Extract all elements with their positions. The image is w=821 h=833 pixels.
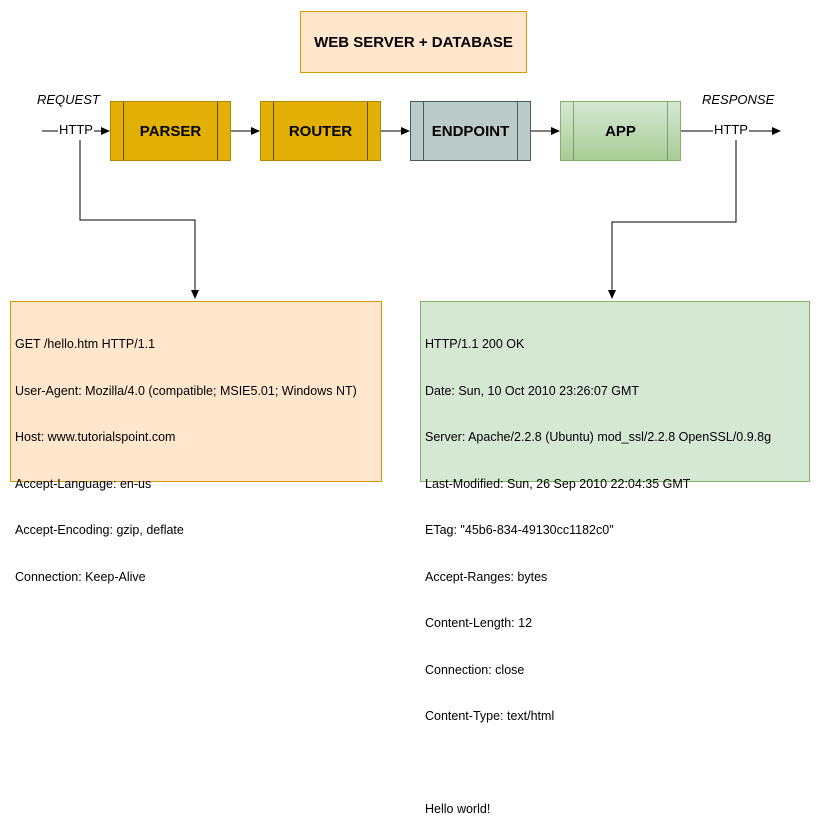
- parser-stage: PARSER: [110, 101, 231, 161]
- router-stage-label: ROUTER: [288, 122, 353, 140]
- http-request-box: GET /hello.htm HTTP/1.1 User-Agent: Mozi…: [10, 301, 382, 584]
- response-body: Hello world!: [425, 802, 491, 816]
- diagram-title: WEB SERVER + DATABASE: [300, 11, 527, 73]
- endpoint-stage: ENDPOINT: [410, 101, 531, 161]
- app-right-divider: [667, 102, 668, 160]
- app-stage: APP: [560, 101, 681, 161]
- request-line: User-Agent: Mozilla/4.0 (compatible; MSI…: [15, 383, 357, 398]
- parser-left-divider: [123, 102, 124, 160]
- request-callout-line: [79, 140, 199, 299]
- http-request-label: HTTP: [58, 122, 94, 137]
- request-line: Accept-Encoding: gzip, deflate: [15, 523, 184, 537]
- endpoint-stage-label: ENDPOINT: [431, 122, 510, 140]
- http-response-label: HTTP: [713, 122, 749, 137]
- app-left-divider: [573, 102, 574, 160]
- app-stage-label: APP: [605, 122, 636, 140]
- response-line-blank: [425, 756, 805, 772]
- response-line: Server: Apache/2.2.8 (Ubuntu) mod_ssl/2.…: [425, 430, 772, 444]
- request-line: GET /hello.htm HTTP/1.1: [15, 337, 156, 351]
- endpoint-right-divider: [517, 102, 518, 160]
- response-line: Date: Sun, 10 Oct 2010 23:26:07 GMT: [425, 383, 640, 398]
- parser-stage-label: PARSER: [139, 122, 202, 140]
- response-line: Last-Modified: Sun, 26 Sep 2010 22:04:35…: [425, 476, 691, 491]
- response-line: Accept-Ranges: bytes: [425, 569, 548, 584]
- response-line: Content-Type: text/html: [425, 709, 555, 723]
- router-stage: ROUTER: [260, 101, 381, 161]
- parser-right-divider: [217, 102, 218, 160]
- request-line: Accept-Language: en-us: [15, 476, 152, 491]
- response-label: RESPONSE: [702, 92, 775, 107]
- response-line: HTTP/1.1 200 OK: [425, 337, 525, 351]
- http-response-box: HTTP/1.1 200 OK Date: Sun, 10 Oct 2010 2…: [420, 301, 810, 816]
- endpoint-left-divider: [423, 102, 424, 160]
- router-left-divider: [273, 102, 274, 160]
- request-line: Connection: Keep-Alive: [15, 569, 146, 584]
- request-line: Host: www.tutorialspoint.com: [15, 430, 176, 444]
- response-line: ETag: "45b6-834-49130cc1182c0": [425, 523, 614, 537]
- request-label: REQUEST: [37, 92, 100, 107]
- response-line: Content-Length: 12: [425, 616, 533, 630]
- response-line: Connection: close: [425, 662, 525, 677]
- router-right-divider: [367, 102, 368, 160]
- response-callout-line: [608, 140, 737, 299]
